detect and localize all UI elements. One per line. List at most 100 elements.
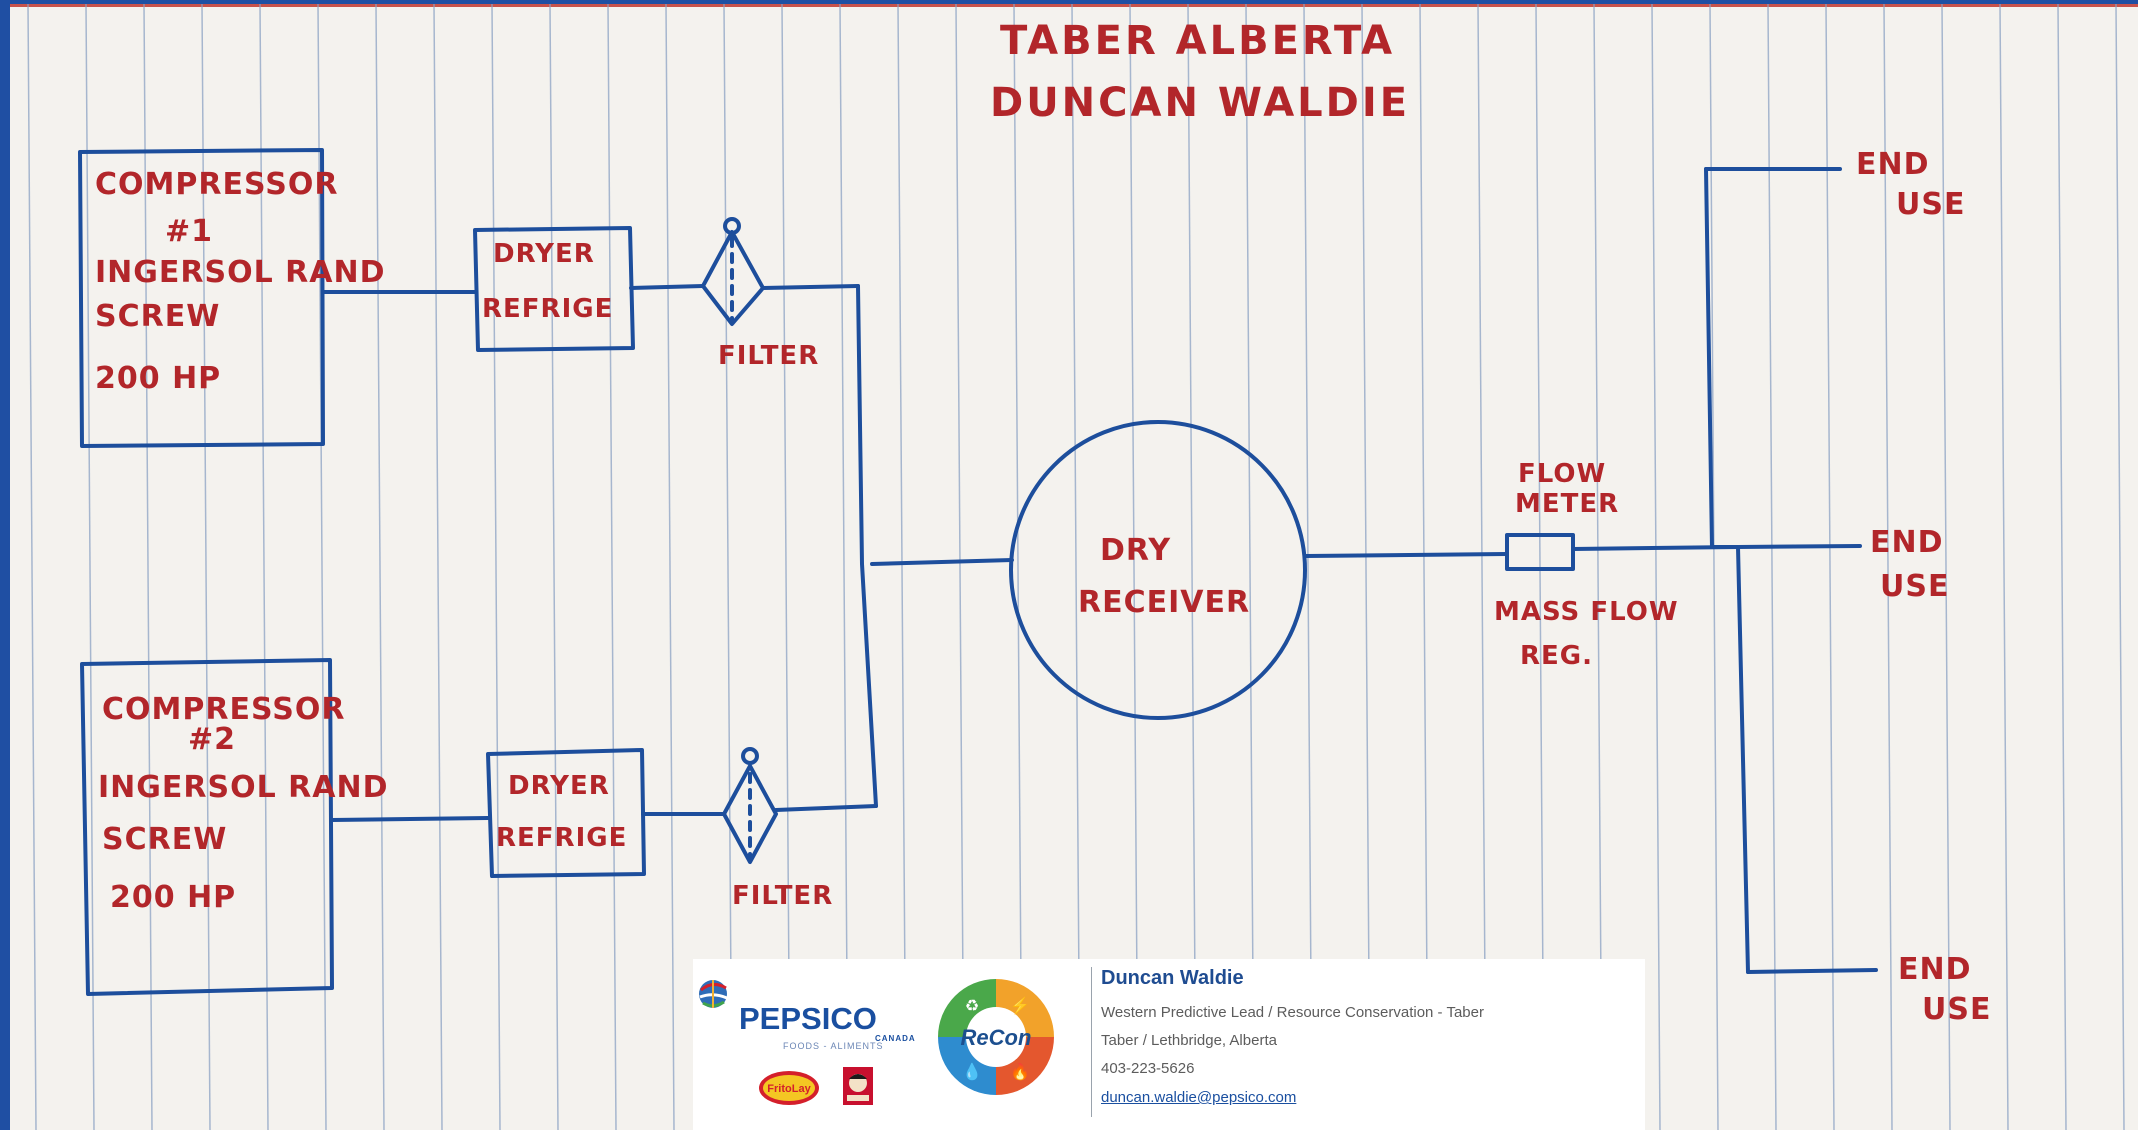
paper-rule-line (1187, 4, 1197, 1130)
fritolay-logo-text: FritoLay (767, 1083, 811, 1095)
signature-name: Duncan Waldie (1101, 967, 1244, 989)
email-signature-card: PEPSICO CANADA FOODS - ALIMENTS FritoLay (693, 959, 1645, 1130)
dryer-2-box (486, 748, 646, 878)
paper-rule-line (317, 4, 327, 1130)
paper-rule-line (1709, 4, 1719, 1130)
flame-icon: 🔥 (1010, 1062, 1030, 1081)
flow-meter-label-line2: METER (1515, 489, 1619, 519)
dryer-2-label: DRYER (508, 771, 610, 801)
water-drop-icon: 💧 (962, 1062, 982, 1081)
dryer-1-box (473, 226, 635, 352)
signature-divider (1091, 967, 1092, 1117)
pipe-dryer-header (856, 284, 878, 808)
compressor-1-label: COMPRESSOR (95, 167, 338, 202)
paper-rule-line (1477, 4, 1487, 1130)
paper-rule-line (1825, 4, 1835, 1130)
paper-rule-line (723, 4, 733, 1130)
notebook-paper: TABER ALBERTA DUNCAN WALDIE COMPRESSOR #… (10, 4, 2138, 1130)
paper-rule-line (1303, 4, 1313, 1130)
paper-rule-line (1883, 4, 1893, 1130)
compressor-1-make: INGERSOL RAND (95, 255, 386, 290)
compressed-air-system-sketch: TABER ALBERTA DUNCAN WALDIE COMPRESSOR #… (27, 4, 2125, 1130)
compressor-2-box (80, 658, 334, 996)
paper-rule-line (1941, 4, 1951, 1130)
compressor-2-label: COMPRESSOR (102, 692, 345, 727)
paper-rule-line (1013, 4, 1023, 1130)
paper-rule-line (1767, 4, 1777, 1130)
dryer-1-type: REFRIGE (482, 294, 613, 324)
compressor-2-make: INGERSOL RAND (98, 770, 389, 805)
receiver-label-line2: RECEIVER (1078, 585, 1250, 620)
compressor-1-power: 200 HP (95, 361, 221, 396)
brand-logos: PEPSICO CANADA FOODS - ALIMENTS FritoLay (693, 959, 1093, 1130)
sketch-title-location: TABER ALBERTA (1000, 18, 1395, 64)
paper-rule-line (955, 4, 965, 1130)
pepsico-canada-tag: CANADA (875, 1034, 916, 1043)
mass-flow-label-line2: REG. (1520, 641, 1593, 671)
paper-rule-line (897, 4, 907, 1130)
paper-rule-line (781, 4, 791, 1130)
filter-1-drain-circle (723, 217, 741, 235)
signature-phone: 403-223-5626 (1101, 1060, 1195, 1077)
paper-rule-line (1999, 4, 2009, 1130)
dryer-2-type: REFRIGE (496, 823, 627, 853)
paper-rule-line (1651, 4, 1661, 1130)
paper-rule-line (259, 4, 269, 1130)
paper-rule-line (1245, 4, 1255, 1130)
paper-rule-lines (27, 4, 2125, 1130)
compressor-2-type: SCREW (102, 822, 227, 857)
paper-rule-line (27, 4, 37, 1130)
dry-receiver-tank (1009, 420, 1307, 720)
paper-rule-line (1129, 4, 1139, 1130)
paper-rule-line (491, 4, 501, 1130)
paper-rule-line (201, 4, 211, 1130)
paper-rule-line (375, 4, 385, 1130)
recon-logo: ReCon ♻ ⚡ 💧 🔥 (938, 979, 1054, 1095)
sketch-title-author: DUNCAN WALDIE (990, 80, 1410, 126)
end-use-3-label: END (1898, 952, 1972, 987)
pepsico-globe-icon (699, 980, 728, 1008)
quaker-logo (843, 1067, 873, 1105)
compressor-1-box (78, 148, 325, 448)
signature-email-link[interactable]: duncan.waldie@pepsico.com (1101, 1089, 1297, 1106)
paper-rule-line (2115, 4, 2125, 1130)
paper-rule-line (607, 4, 617, 1130)
paper-rule-line (1593, 4, 1603, 1130)
pepsico-wordmark: PEPSICO (739, 1001, 877, 1036)
fritolay-logo: FritoLay (759, 1071, 819, 1105)
compressor-2-number: #2 (188, 722, 236, 757)
pepsico-foods-tag: FOODS - ALIMENTS (783, 1041, 884, 1051)
pipe-filter-2-to-header (774, 804, 878, 812)
paper-rule-line (839, 4, 849, 1130)
paper-top-margin-line (10, 4, 2138, 7)
paper-rule-line (143, 4, 153, 1130)
pipe-end-use-3 (1746, 968, 1878, 974)
flow-meter-label-line1: FLOW (1518, 459, 1606, 489)
signature-location: Taber / Lethbridge, Alberta (1101, 1032, 1277, 1049)
paper-rule-line (1071, 4, 1081, 1130)
compressor-2-power: 200 HP (110, 880, 236, 915)
end-use-3-label-line2: USE (1922, 992, 1991, 1027)
end-use-1-label: END (1856, 147, 1930, 182)
compressor-1-number: #1 (165, 214, 213, 249)
recon-logo-text: ReCon (961, 1025, 1032, 1050)
receiver-label-line1: DRY (1100, 533, 1171, 568)
filter-2-drain-circle (741, 747, 759, 765)
filter-1-label: FILTER (718, 341, 819, 371)
paper-rule-line (1419, 4, 1429, 1130)
paper-rule-line (2057, 4, 2067, 1130)
pipe-distribution-header (1704, 167, 1750, 974)
pipe-end-use-2 (1736, 544, 1862, 549)
paper-rule-line (665, 4, 675, 1130)
end-use-1-label-line2: USE (1896, 187, 1965, 222)
filter-2-label: FILTER (732, 881, 833, 911)
end-use-2-label-line2: USE (1880, 569, 1949, 604)
end-use-2-label: END (1870, 525, 1944, 560)
mass-flow-label-line1: MASS FLOW (1494, 597, 1679, 627)
flow-meter-symbol (1505, 533, 1575, 571)
pipe-dryer-1-to-filter-1 (629, 284, 705, 290)
lightning-icon: ⚡ (1010, 996, 1030, 1015)
compressor-1-type: SCREW (95, 299, 220, 334)
paper-rule-line (1361, 4, 1371, 1130)
signature-title: Western Predictive Lead / Resource Conse… (1101, 1004, 1484, 1021)
